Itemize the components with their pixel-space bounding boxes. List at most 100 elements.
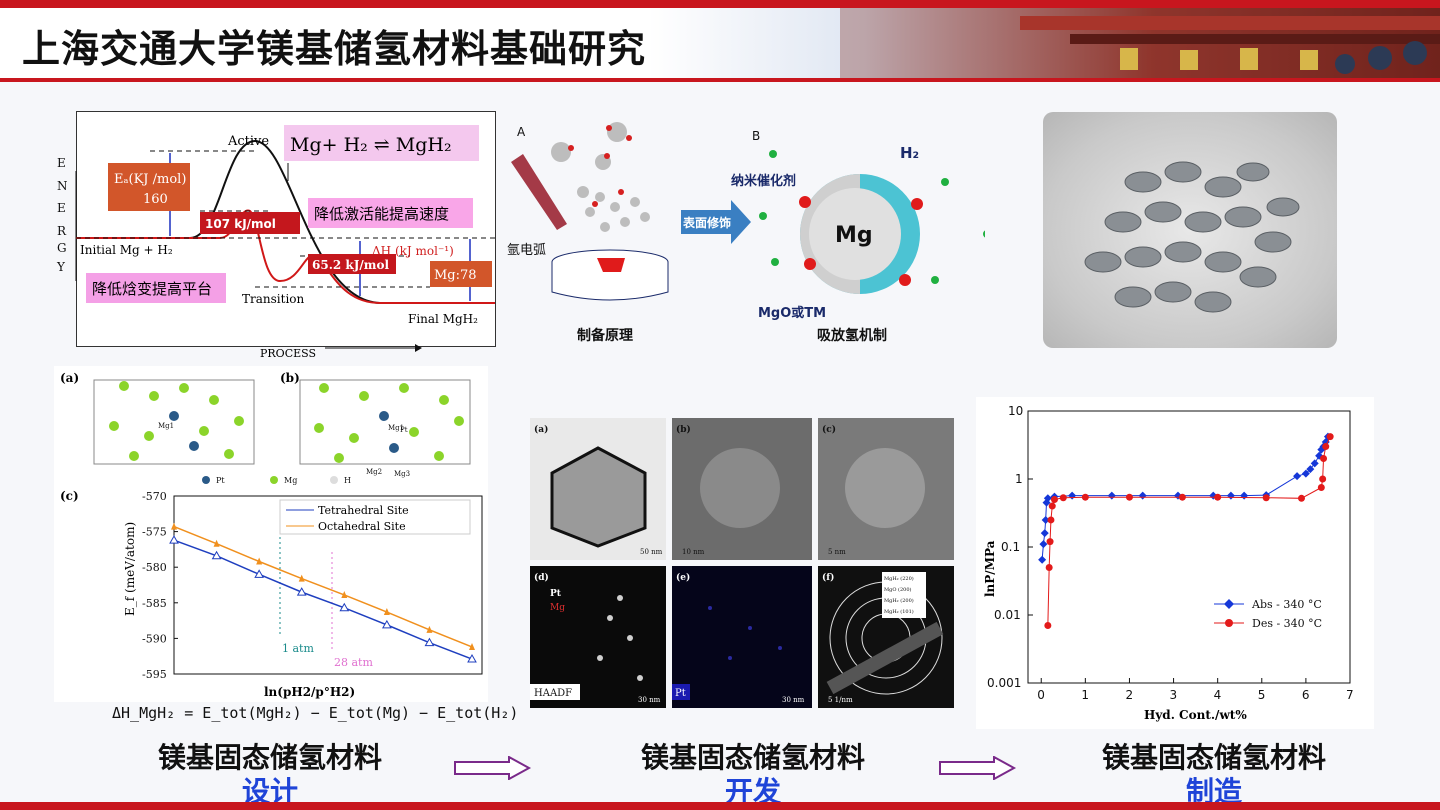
label-a: A (517, 125, 526, 139)
bottom-red-bar (0, 802, 1440, 810)
pct-point (1040, 529, 1049, 538)
mg-label: Mg (835, 223, 873, 248)
pct-point (1315, 451, 1324, 460)
pct-xtick: 3 (1170, 688, 1178, 702)
ef-point (339, 602, 350, 612)
ea-value: 160 (143, 192, 168, 207)
legend-abs: Abs - 340 °C (1251, 598, 1322, 611)
ring-2: MgO (200) (884, 586, 912, 593)
ef-ylabel: E_f (meV/atom) (123, 522, 137, 616)
tem-pt: Pt (550, 589, 562, 599)
scale-b: 10 nm (682, 548, 705, 556)
legend-pt: Pt (216, 476, 225, 485)
dh-lowered-value: 65.2 kJ/mol (312, 258, 389, 272)
pct-point (1045, 563, 1053, 571)
caption-prep: 制备原理 (577, 327, 633, 344)
pct-point (1214, 493, 1222, 501)
legend-octa: Octahedral Site (318, 520, 406, 533)
ef-point (381, 619, 392, 629)
header-red-line (0, 78, 1440, 82)
ea-lowered-value: 107 kJ/mol (205, 217, 276, 231)
pct-point (1320, 455, 1328, 463)
pct-point (1050, 495, 1058, 503)
tem-mg: Mg (550, 603, 565, 613)
pct-point (1048, 502, 1056, 510)
pct-point (1044, 622, 1052, 630)
label-b: (b) (280, 371, 300, 385)
mg1-label: Mg1 (158, 422, 174, 430)
mg-pellets-photo (1043, 112, 1337, 348)
enthalpy-equation: ΔH_MgH₂ = E_tot(MgH₂) − E_tot(Mg) − E_to… (112, 704, 519, 722)
pct-point (1043, 494, 1052, 503)
reaction-box (284, 125, 479, 161)
lower-enthalpy-box (86, 273, 226, 303)
surface-arrow (681, 200, 751, 244)
ring-3: MgH₂ (200) (884, 597, 914, 604)
label-b: B (752, 129, 760, 143)
pct-ytick: 1 (1015, 472, 1023, 486)
ea-label: Eₐ(KJ /mol) (114, 172, 186, 187)
pct-point (1226, 491, 1235, 500)
pct-xtick: 5 (1258, 688, 1266, 702)
surface-mod-label: 表面修饰 (682, 215, 731, 230)
ef-xlabel: ln(pH2/p°H2) (264, 685, 355, 699)
pct-point (1059, 494, 1067, 502)
ef-point (298, 574, 305, 582)
lower-barrier-text: 降低激活能提高速度 (314, 205, 449, 223)
lower-enthalpy-text: 降低焓变提高平台 (92, 280, 212, 298)
pct-point (1068, 491, 1077, 500)
ea-lowered-box (200, 212, 300, 234)
ef-point (467, 654, 477, 663)
tem-label-f: (f) (822, 572, 834, 583)
scale-c: 5 nm (828, 548, 846, 556)
top-red-bar (0, 0, 1440, 8)
active-label: Active (227, 134, 269, 149)
mg3-label: Mg3 (394, 470, 410, 478)
pct-point (1322, 443, 1330, 451)
pct-point (1041, 515, 1050, 524)
pct-xlabel: Hyd. Cont./wt% (1144, 708, 1247, 722)
y-axis-letter: Y (56, 260, 66, 274)
pct-point (1047, 516, 1055, 524)
tem-label-a: (a) (534, 424, 548, 435)
ring-4: MgH₂ (101) (884, 608, 914, 615)
mechanism-schematic: A B 氩电弧 制备原理 表面修饰 Mg H₂ 纳米催化剂 MgO或TM 吸放氢… (507, 122, 985, 344)
pct-point (1240, 491, 1249, 500)
mg78-box (430, 261, 492, 287)
pt-label: Pt (400, 426, 408, 434)
pct-ylabel: lnP/MPa (983, 540, 997, 597)
tem-overlay: (a) (b) (c) (d) (e) (f) Pt Mg HAADF Pt 5… (530, 424, 944, 704)
pct-xtick: 4 (1214, 688, 1222, 702)
scale-a: 50 nm (640, 548, 663, 556)
ef-point (169, 535, 179, 544)
pct-xtick: 1 (1081, 688, 1089, 702)
h2-label: H₂ (900, 144, 919, 162)
ef-ytick: -585 (142, 597, 167, 610)
legend-tetra: Tetrahedral Site (318, 504, 409, 517)
y-axis-letter: E (57, 201, 66, 215)
pct-ytick: 0.1 (1001, 540, 1020, 554)
ef-point (341, 590, 348, 598)
label-c: (c) (60, 489, 79, 503)
energy-diagram: E N E R G Y Active Mg+ H₂ ⇌ MgH₂ Eₐ(KJ /… (56, 125, 495, 360)
pct-point (1138, 491, 1147, 500)
y-axis-letter: E (57, 156, 66, 170)
lower-barrier-box (308, 198, 473, 228)
ef-legend (279, 499, 471, 535)
y-axis-letter: N (57, 179, 68, 193)
caption-design-title: 镁基固态储氢材料 (157, 741, 382, 774)
reaction-equation: Mg+ H₂ ⇌ MgH₂ (290, 134, 452, 156)
pct-ytick: 0.001 (987, 676, 1021, 690)
x-axis-label: PROCESS (260, 347, 316, 360)
ef-ytick: -575 (142, 526, 167, 539)
flow-arrow-1 (454, 756, 532, 780)
nano-catalyst-label: 纳米催化剂 (731, 173, 796, 189)
pct-ytick: 0.01 (994, 608, 1021, 622)
pct-point (1326, 433, 1334, 441)
ef-point (211, 550, 222, 560)
ring-1: MgH₂ (220) (884, 575, 914, 582)
scale-e: 30 nm (782, 696, 805, 704)
ef-ytick: -590 (142, 632, 167, 645)
pct-point (1046, 538, 1054, 546)
ef-point (426, 625, 433, 633)
